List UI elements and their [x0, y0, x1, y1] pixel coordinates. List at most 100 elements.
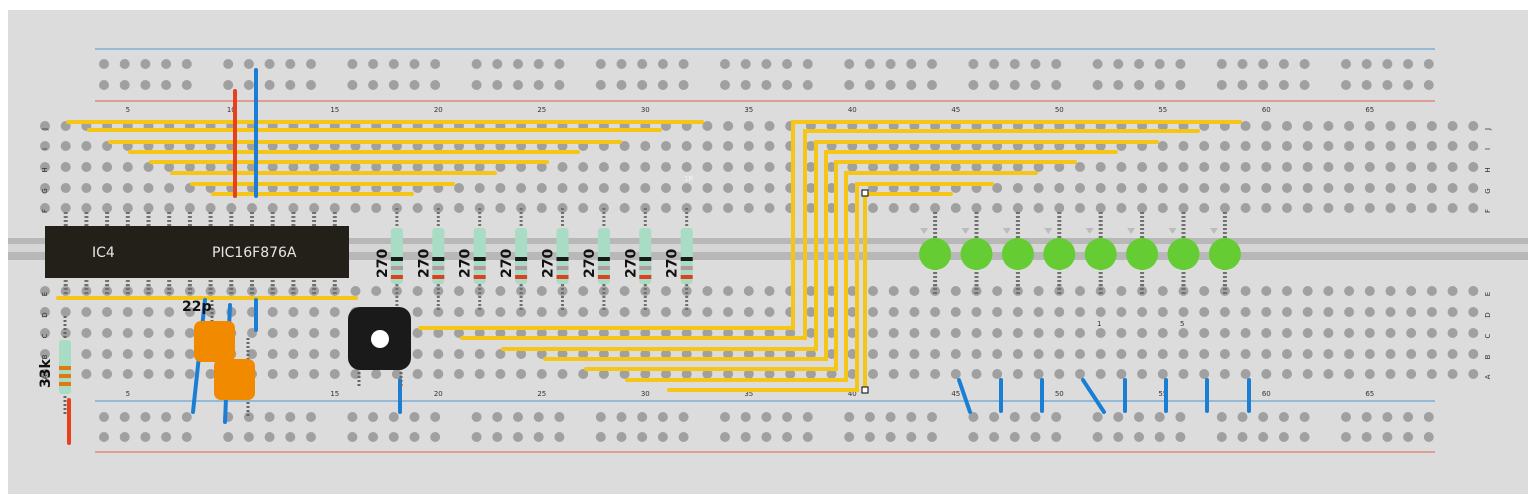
- power-rail-hole: [99, 80, 109, 90]
- breadboard-hole: [1364, 141, 1375, 151]
- resistor-band-violet: [473, 266, 486, 270]
- breadboard-hole: [1385, 162, 1396, 172]
- breadboard-hole: [1468, 286, 1479, 296]
- power-rail-hole: [906, 80, 917, 90]
- power-rail-hole: [616, 80, 627, 90]
- power-rail-hole: [1423, 412, 1434, 422]
- jumper-wire-led-7: [667, 182, 994, 392]
- breadboard-hole: [557, 307, 568, 317]
- power-rail-hole: [802, 80, 813, 90]
- breadboard-hole: [805, 141, 816, 151]
- power-rail-hole: [1051, 432, 1062, 442]
- power-rail-hole: [1154, 432, 1165, 442]
- power-rail-hole: [347, 80, 358, 90]
- breadboard-hole: [971, 162, 982, 172]
- power-rail-hole: [595, 412, 606, 422]
- breadboard-hole: [764, 121, 775, 131]
- breadboard-hole: [702, 183, 713, 193]
- breadboard-hole: [888, 307, 899, 317]
- breadboard-hole: [1075, 183, 1085, 193]
- power-rail-hole: [430, 59, 441, 69]
- faint-label-top: 1R: [684, 175, 693, 183]
- breadboard-hole: [1406, 203, 1417, 213]
- column-number-bottom: 30: [641, 390, 650, 398]
- breadboard-hole: [764, 307, 775, 317]
- breadboard-hole: [1344, 328, 1355, 338]
- row-letter: C: [1484, 333, 1492, 338]
- breadboard-hole: [1012, 369, 1023, 379]
- breadboard-hole: [164, 286, 175, 296]
- power-rail-hole: [1278, 59, 1289, 69]
- breadboard-hole: [81, 203, 92, 213]
- breadboard-hole: [805, 307, 816, 317]
- power-rail-hole: [720, 80, 730, 90]
- breadboard-hole: [143, 328, 154, 338]
- breadboard-hole: [205, 162, 216, 172]
- power-rail-hole: [637, 412, 648, 422]
- row-letter: C: [41, 333, 49, 338]
- breadboard-hole: [1012, 203, 1023, 213]
- breadboard-hole: [992, 162, 1003, 172]
- breadboard-hole: [930, 349, 941, 359]
- breadboard-hole: [143, 203, 154, 213]
- pullup-resistor-value: 33k: [38, 359, 54, 388]
- breadboard-hole: [702, 121, 713, 131]
- column-number-top: 35: [744, 106, 753, 114]
- breadboard-hole: [930, 203, 941, 213]
- breadboard-hole: [1033, 349, 1044, 359]
- breadboard-hole: [164, 162, 175, 172]
- breadboard-hole: [909, 307, 920, 317]
- chip-ref-label: IC4: [92, 245, 115, 261]
- power-rail-hole: [1134, 432, 1144, 442]
- power-rail-hole: [1299, 412, 1310, 422]
- breadboard-hole: [1426, 183, 1437, 193]
- breadboard-hole: [1261, 162, 1272, 172]
- breadboard-hole: [40, 162, 50, 172]
- breadboard-hole: [371, 162, 382, 172]
- breadboard-hole: [723, 286, 734, 296]
- breadboard-hole: [143, 369, 154, 379]
- jumper-wire-led-1: [418, 120, 1242, 330]
- breadboard-hole: [681, 349, 692, 359]
- breadboard-hole: [847, 307, 858, 317]
- breadboard-hole: [495, 328, 506, 338]
- power-rail-hole: [885, 432, 896, 442]
- breadboard-hole: [102, 369, 113, 379]
- power-rail-hole: [678, 80, 689, 90]
- column-number-bottom: 15: [330, 390, 339, 398]
- breadboard-hole: [474, 307, 485, 317]
- resistor-band-red: [515, 275, 528, 279]
- breadboard-hole: [288, 349, 299, 359]
- breadboard-hole: [60, 307, 71, 317]
- row-letter: B: [41, 354, 49, 359]
- breadboard-hole: [805, 369, 816, 379]
- breadboard-hole: [619, 141, 630, 151]
- breadboard-hole: [992, 203, 1003, 213]
- power-rail-hole: [181, 59, 192, 69]
- breadboard-hole: [1178, 307, 1189, 317]
- power-rail-hole: [1258, 59, 1269, 69]
- breadboard-hole: [971, 203, 982, 213]
- breadboard-hole: [329, 328, 340, 338]
- breadboard-hole: [1178, 141, 1189, 151]
- led-body: [919, 238, 952, 270]
- resistor-value-label: 270: [499, 249, 515, 278]
- power-rail-hole: [471, 412, 482, 422]
- breadboard-hole: [805, 286, 816, 296]
- led-body: [960, 238, 993, 270]
- breadboard-hole: [1282, 369, 1292, 379]
- power-rail-hole: [1423, 59, 1434, 69]
- breadboard-hole: [681, 162, 692, 172]
- breadboard-hole: [764, 162, 775, 172]
- jumper-wire-led-6: [625, 171, 1038, 382]
- breadboard-hole: [1054, 183, 1065, 193]
- breadboard-hole: [288, 307, 299, 317]
- power-rail-hole: [678, 59, 689, 69]
- breadboard-hole: [1075, 307, 1085, 317]
- power-rail-hole: [1361, 80, 1372, 90]
- column-number-top: 20: [434, 106, 443, 114]
- led-light-arrow-icon: [1044, 228, 1053, 234]
- row-letter: I: [41, 148, 49, 150]
- breadboard-hole: [1075, 286, 1085, 296]
- power-rail-hole: [306, 59, 316, 69]
